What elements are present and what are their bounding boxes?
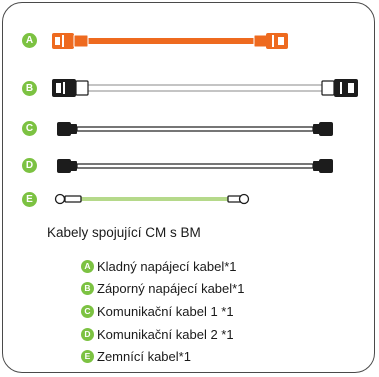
legend-label-c: Komunikační kabel 1 *1 <box>97 303 234 319</box>
cable-c-communication-1 <box>57 122 333 136</box>
legend-label-a: Kladný napájecí kabel*1 <box>97 258 237 274</box>
cable-b-negative-power <box>52 79 358 97</box>
badge-c: C <box>22 121 37 136</box>
legend-badge-d: D <box>81 327 94 341</box>
legend-badge-b: B <box>81 282 94 296</box>
badge-d: D <box>22 158 37 173</box>
cable-a-positive-power <box>52 33 288 49</box>
badge-a: A <box>22 33 37 48</box>
legend-label-e: Zemnící kabel*1 <box>97 349 191 365</box>
legend-item-b: B Záporný napájecí kabel*1 <box>81 278 244 301</box>
cable-legend: A Kladný napájecí kabel*1 B Záporný napá… <box>81 255 244 368</box>
legend-label-d: Komunikační kabel 2 *1 <box>97 326 234 342</box>
legend-item-a: A Kladný napájecí kabel*1 <box>81 255 244 278</box>
content-frame <box>2 2 375 373</box>
cable-e-ground <box>54 193 250 205</box>
badge-e: E <box>22 192 37 207</box>
cables-caption: Kabely spojující CM s BM <box>47 225 201 240</box>
legend-item-c: C Komunikační kabel 1 *1 <box>81 300 244 323</box>
legend-badge-a: A <box>81 259 94 273</box>
legend-badge-c: C <box>81 304 94 318</box>
cable-d-communication-2 <box>57 159 333 173</box>
legend-label-b: Záporný napájecí kabel*1 <box>97 281 245 297</box>
legend-item-e: E Zemnící kabel*1 <box>81 345 244 368</box>
badge-b: B <box>22 81 37 96</box>
legend-badge-e: E <box>81 350 94 364</box>
legend-item-d: D Komunikační kabel 2 *1 <box>81 323 244 346</box>
